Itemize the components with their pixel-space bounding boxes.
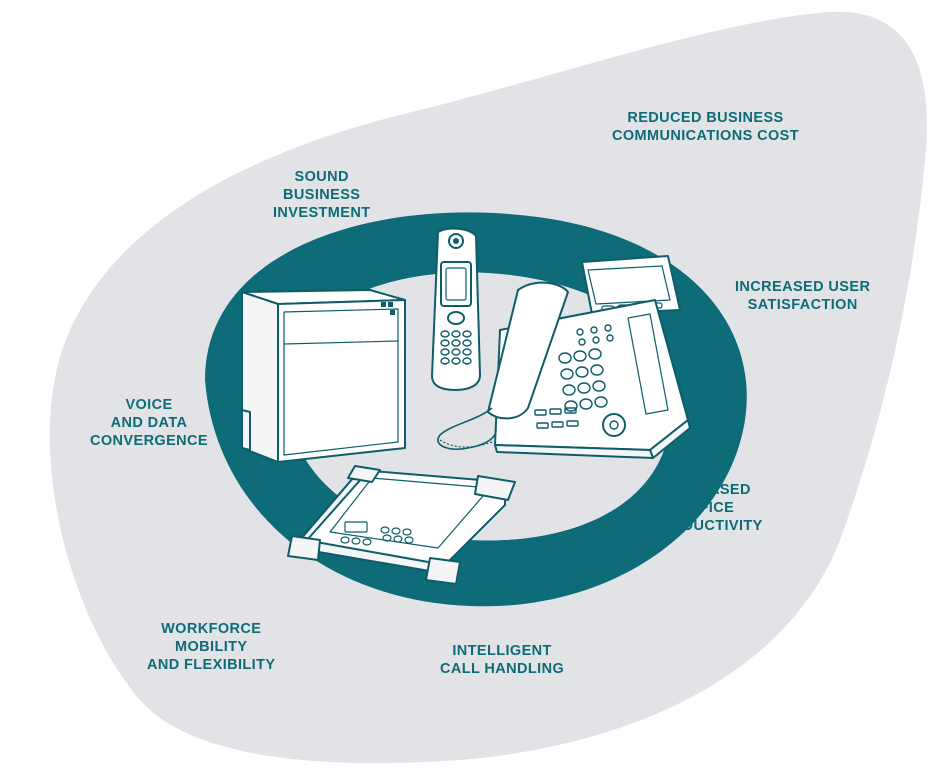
conference-phone-icon — [287, 465, 516, 585]
benefit-call-handling: INTELLIGENT CALL HANDLING — [440, 643, 565, 677]
benefit-reduced-cost: REDUCED BUSINESS COMMUNICATIONS COST — [612, 110, 799, 144]
benefit-mobility: WORKFORCE MOBILITY AND FLEXIBILITY — [147, 621, 276, 673]
benefit-productivity: INCREASED OFFICE PRODUCTIVITY — [650, 482, 763, 534]
pbx-unit-icon — [241, 289, 406, 463]
benefit-user-satisfaction: INCREASED USER SATISFACTION — [735, 279, 871, 313]
desk-phone-icon — [437, 255, 691, 459]
benefit-convergence: VOICE AND DATA CONVERGENCE — [90, 397, 208, 449]
benefit-sound-investment: SOUND BUSINESS INVESTMENT — [273, 169, 371, 221]
dect-handset-icon — [431, 227, 481, 391]
